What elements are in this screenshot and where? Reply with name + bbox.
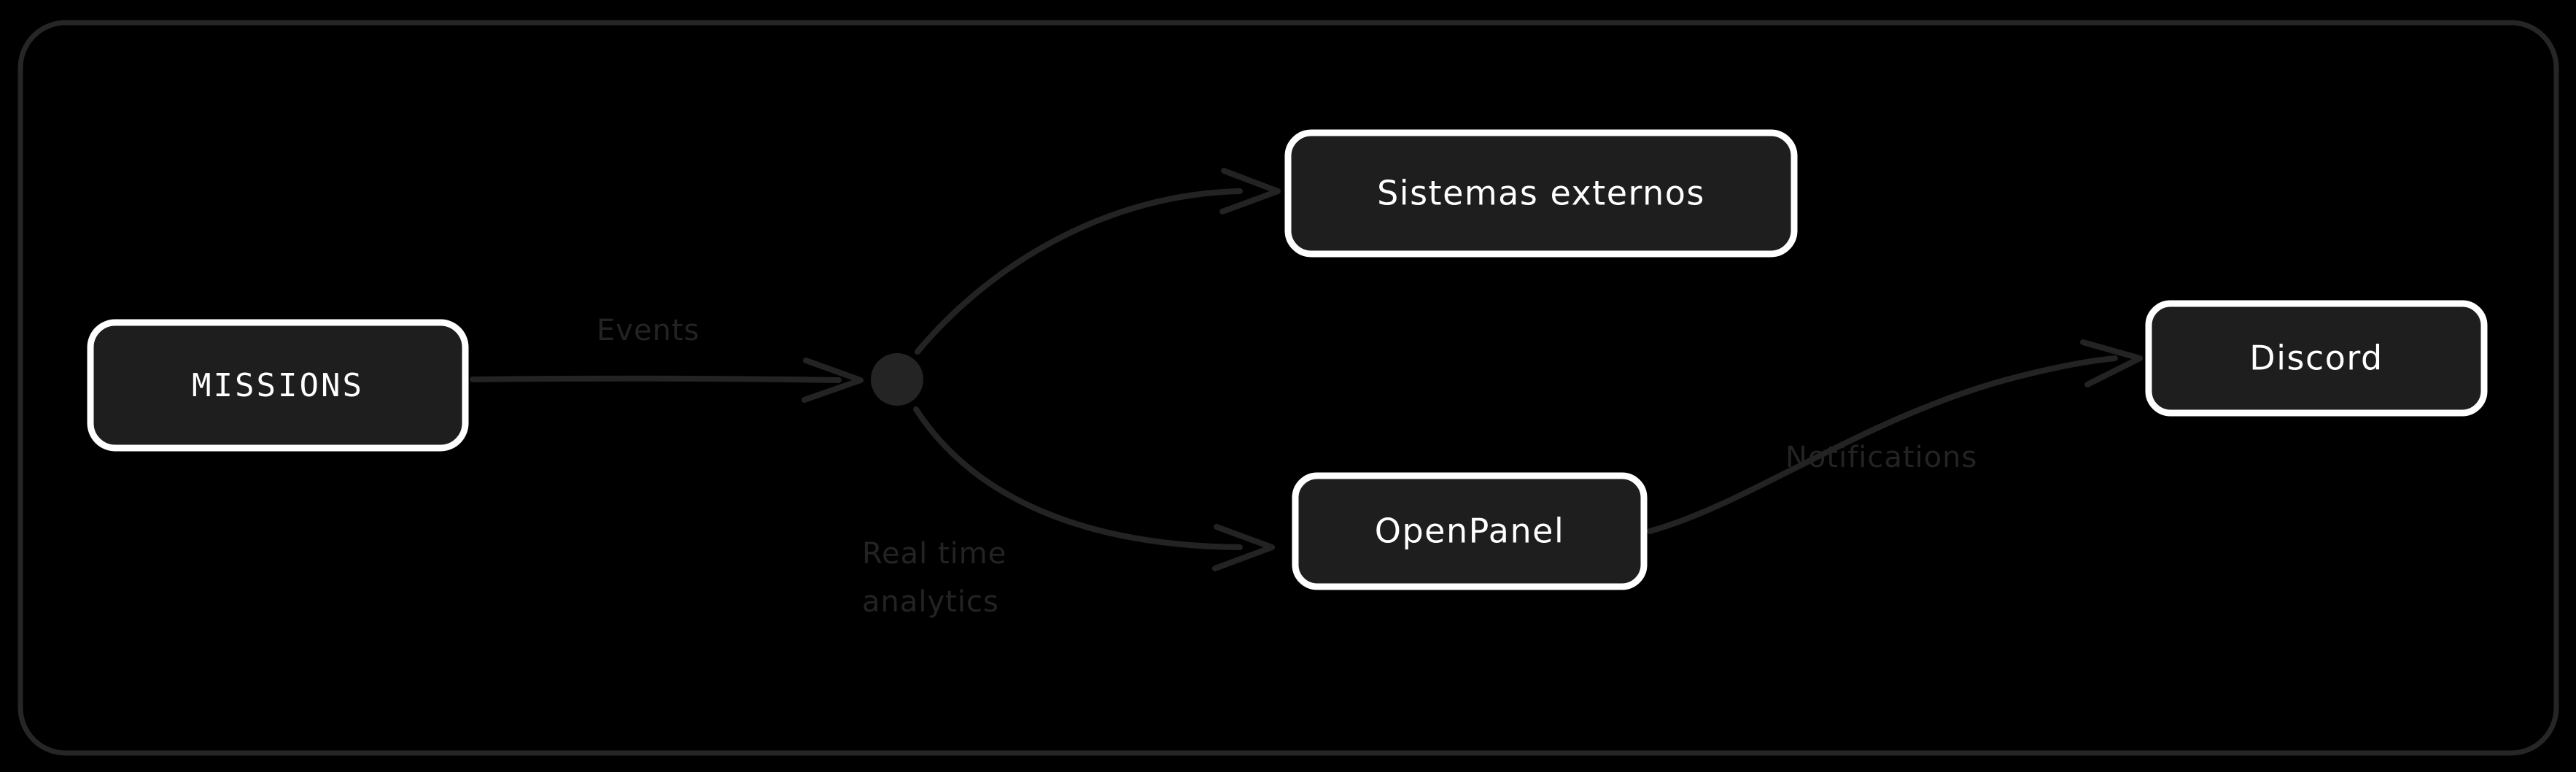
arrow-head-icon bbox=[802, 358, 864, 403]
node-openpanel-border bbox=[1292, 472, 1648, 590]
edge-junction-to-openpanel bbox=[913, 406, 1275, 571]
edge-line bbox=[470, 375, 842, 383]
arrow-head-icon bbox=[2080, 339, 2143, 387]
node-discord-border bbox=[2145, 300, 2488, 417]
node-sistemas-externos-border bbox=[1284, 129, 1798, 258]
edge-label-notifications: Notifications bbox=[1785, 441, 1977, 474]
node-discord-fill bbox=[2149, 304, 2484, 413]
edge-line bbox=[913, 406, 1243, 550]
node-openpanel-label: OpenPanel bbox=[1375, 512, 1564, 551]
node-openpanel-fill bbox=[1295, 476, 1644, 587]
arrow-head-icon bbox=[1212, 524, 1275, 571]
edge-line bbox=[915, 188, 1243, 355]
node-missions-fill bbox=[90, 323, 465, 448]
node-discord[interactable]: Discord bbox=[2145, 300, 2488, 417]
node-missions-label: MISSIONS bbox=[192, 367, 364, 404]
node-missions-border bbox=[87, 319, 469, 452]
edge-label-real-time-analytics: Real time analytics bbox=[862, 537, 1006, 619]
edge-junction-to-sistemas bbox=[915, 168, 1281, 355]
edge-line bbox=[1647, 355, 2118, 534]
diagram-frame bbox=[18, 20, 2559, 756]
edge-label-real-time-analytics-line-2: analytics bbox=[862, 585, 999, 619]
node-discord-label: Discord bbox=[2249, 339, 2383, 378]
node-missions[interactable]: MISSIONS bbox=[87, 319, 469, 452]
node-openpanel[interactable]: OpenPanel bbox=[1292, 472, 1648, 590]
node-sistemas-externos[interactable]: Sistemas externos bbox=[1284, 129, 1798, 258]
edge-missions-to-junction bbox=[470, 358, 864, 403]
edge-label-events: Events bbox=[597, 314, 699, 347]
edge-label-real-time-analytics-line-1: Real time bbox=[862, 537, 1006, 571]
node-sistemas-externos-label: Sistemas externos bbox=[1377, 174, 1705, 213]
arrow-head-icon bbox=[1219, 168, 1281, 215]
edge-openpanel-to-discord bbox=[1647, 339, 2143, 534]
fan-out-junction-dot bbox=[871, 353, 923, 406]
node-sistemas-externos-fill bbox=[1288, 133, 1794, 254]
